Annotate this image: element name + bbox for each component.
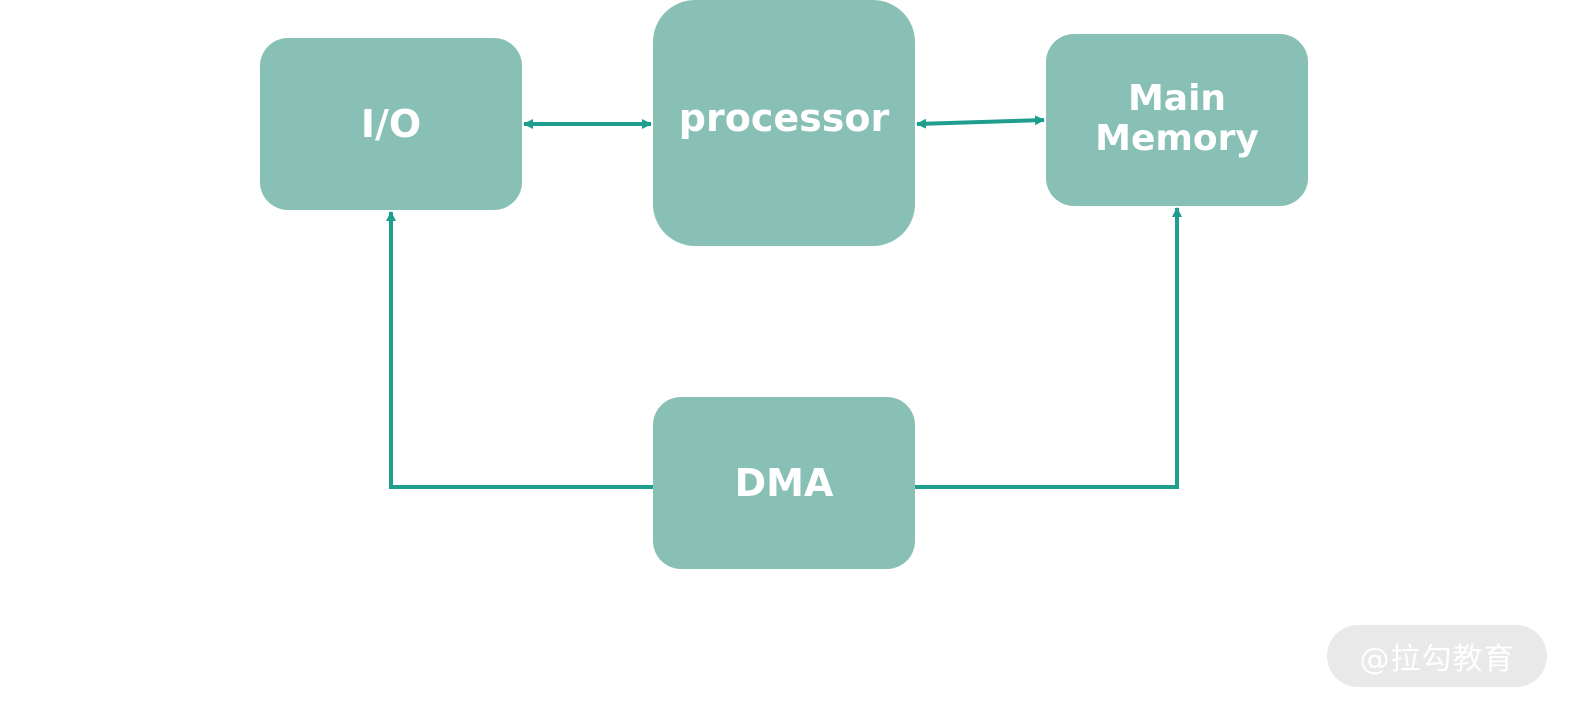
- node-dma: DMA: [653, 397, 915, 569]
- node-main-memory-label: Main Memory: [1095, 79, 1259, 158]
- node-processor: processor: [653, 0, 915, 246]
- edge-processor-memory: [916, 115, 1045, 129]
- edge-dma-io: [386, 211, 653, 489]
- edge-dma-memory: [915, 207, 1182, 489]
- node-io-label: I/O: [360, 102, 422, 146]
- node-main-memory: Main Memory: [1046, 34, 1308, 206]
- node-main-memory-label-line1: Main: [1127, 78, 1227, 120]
- node-dma-label: DMA: [734, 461, 834, 505]
- watermark: @拉勾教育: [1327, 625, 1547, 687]
- watermark-text: @拉勾教育: [1359, 642, 1515, 677]
- node-main-memory-label-line2: Memory: [1095, 118, 1259, 159]
- node-io: I/O: [260, 38, 522, 210]
- node-processor-label: processor: [678, 96, 890, 140]
